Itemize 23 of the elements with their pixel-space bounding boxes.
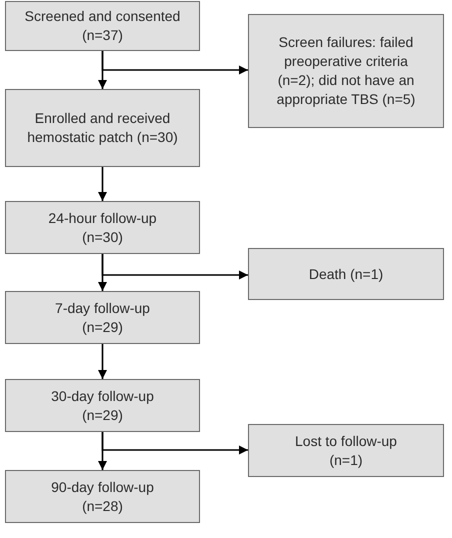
exclusion-box — [248, 424, 444, 477]
box-label: Screened and consented (n=37) — [24, 7, 182, 45]
box-label: 7-day follow-up (n=29) — [54, 298, 151, 336]
arrow — [98, 344, 107, 379]
box-label: Lost to follow-up (n=1) — [294, 432, 398, 470]
process-box — [5, 291, 200, 344]
arrow — [102, 432, 248, 454]
box-label: Death (n=1) — [308, 264, 384, 284]
process-box — [5, 1, 200, 51]
arrow — [102, 254, 248, 280]
arrow — [98, 167, 107, 201]
box-label: Screen failures: failed preoperative criteria (n=2); did not have an appropriate TBS (n=5) — [276, 33, 416, 109]
process-box — [5, 201, 200, 254]
box-label: 90-day follow-up (n=28) — [50, 478, 155, 516]
process-box — [5, 89, 200, 167]
arrow — [102, 51, 248, 74]
process-box — [5, 470, 200, 523]
box-label: 24-hour follow-up (n=30) — [47, 208, 158, 246]
process-box — [5, 379, 200, 432]
exclusion-box — [248, 248, 444, 300]
exclusion-box — [248, 14, 444, 128]
box-label: 30-day follow-up (n=29) — [50, 386, 155, 424]
box-label: Enrolled and received hemostatic patch (n=30) — [26, 109, 179, 147]
